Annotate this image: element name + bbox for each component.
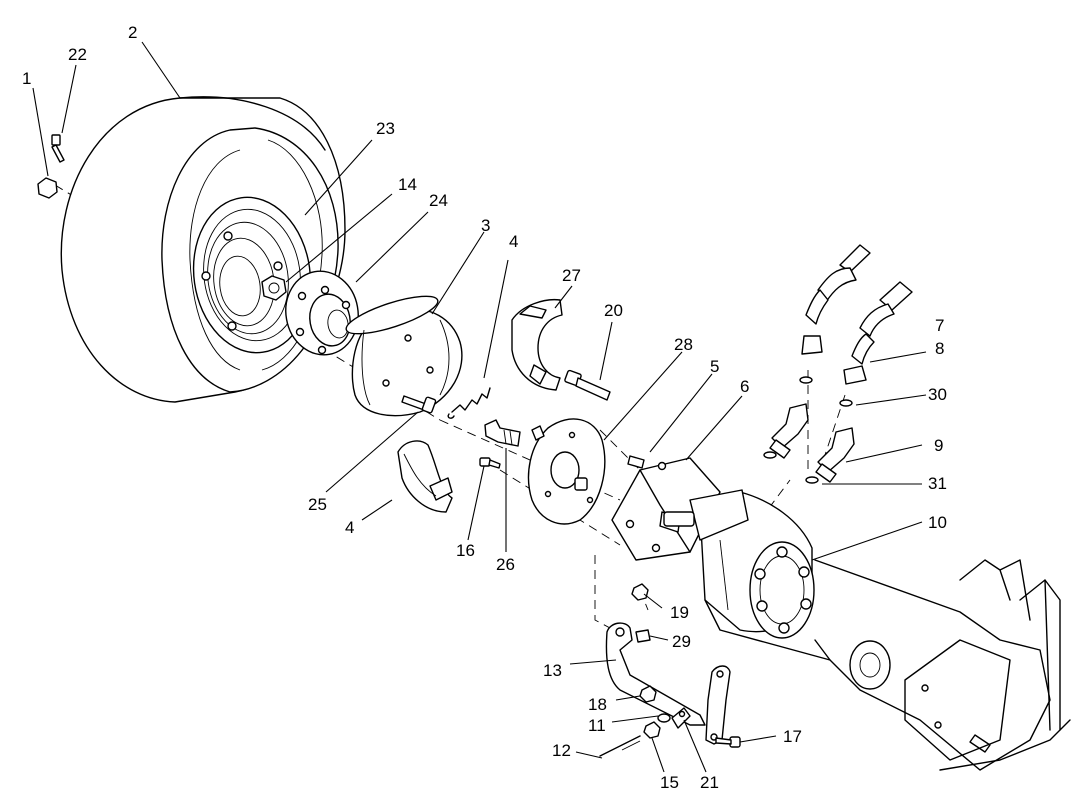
hardware-19-nut — [631, 583, 649, 601]
callout-17: 17 — [783, 727, 802, 746]
callout-25: 25 — [308, 495, 327, 514]
callout-6: 6 — [740, 377, 749, 396]
callout-1: 1 — [22, 69, 31, 88]
lug-nut — [261, 275, 287, 301]
brake-spring — [447, 387, 491, 419]
wheel-rim — [192, 196, 312, 354]
brake-lever — [705, 665, 731, 745]
callout-7: 7 — [935, 316, 944, 335]
callout-14: 14 — [398, 175, 417, 194]
hydraulic-motor — [663, 489, 815, 639]
callout-24: 24 — [429, 191, 448, 210]
hydraulic-hoses — [763, 244, 913, 484]
callout-2: 2 — [128, 23, 137, 42]
callout-21: 21 — [700, 773, 719, 792]
callout-10: 10 — [928, 513, 947, 532]
callout-4-spring: 4 — [509, 232, 518, 251]
callout-9: 9 — [934, 436, 943, 455]
callout-13: 13 — [543, 661, 562, 680]
callout-11: 11 — [588, 716, 606, 735]
callout-19: 19 — [670, 603, 689, 622]
callout-8: 8 — [935, 339, 944, 358]
drum-bolt — [401, 395, 437, 414]
brake-shoe-lower — [397, 440, 453, 513]
callout-29: 29 — [672, 632, 691, 651]
brake-shoe-upper — [511, 298, 563, 391]
callout-16: 16 — [456, 541, 475, 560]
small-bolt — [479, 457, 501, 469]
hardware-17-bolt — [715, 736, 741, 748]
brake-drum — [345, 295, 463, 417]
callout-22: 22 — [68, 45, 87, 64]
shaft-key — [627, 455, 645, 469]
hardware-29-clip — [635, 629, 651, 643]
callout-30: 30 — [928, 385, 947, 404]
hardware-22-stud — [51, 134, 65, 163]
callout-18: 18 — [588, 695, 607, 714]
callout-27: 27 — [562, 266, 581, 285]
brake-backing-plate — [527, 418, 606, 525]
wheel-hub — [285, 270, 359, 356]
callout-15: 15 — [660, 773, 679, 792]
hardware-21-clevis — [671, 707, 691, 729]
callout-12: 12 — [552, 741, 571, 760]
callout-31: 31 — [928, 474, 947, 493]
brake-cam — [484, 419, 521, 447]
callout-23: 23 — [376, 119, 395, 138]
mount-bolt-long — [564, 369, 611, 401]
callout-26: 26 — [496, 555, 515, 574]
callout-4-shoe: 4 — [345, 518, 354, 537]
hardware-12-rod — [599, 735, 641, 757]
callout-5: 5 — [710, 357, 719, 376]
hardware-11-washer — [657, 713, 671, 723]
hardware-15-nut — [643, 721, 661, 739]
callout-28: 28 — [674, 335, 693, 354]
leader-lines — [32, 41, 927, 773]
callout-20: 20 — [604, 301, 623, 320]
hardware-1-nut — [37, 177, 58, 199]
mower-frame — [704, 559, 1071, 771]
callout-labels: 1 22 2 23 14 24 3 4 27 20 28 5 6 7 8 30 … — [22, 23, 947, 792]
brake-linkage-rod — [605, 622, 706, 726]
callout-3: 3 — [481, 216, 490, 235]
